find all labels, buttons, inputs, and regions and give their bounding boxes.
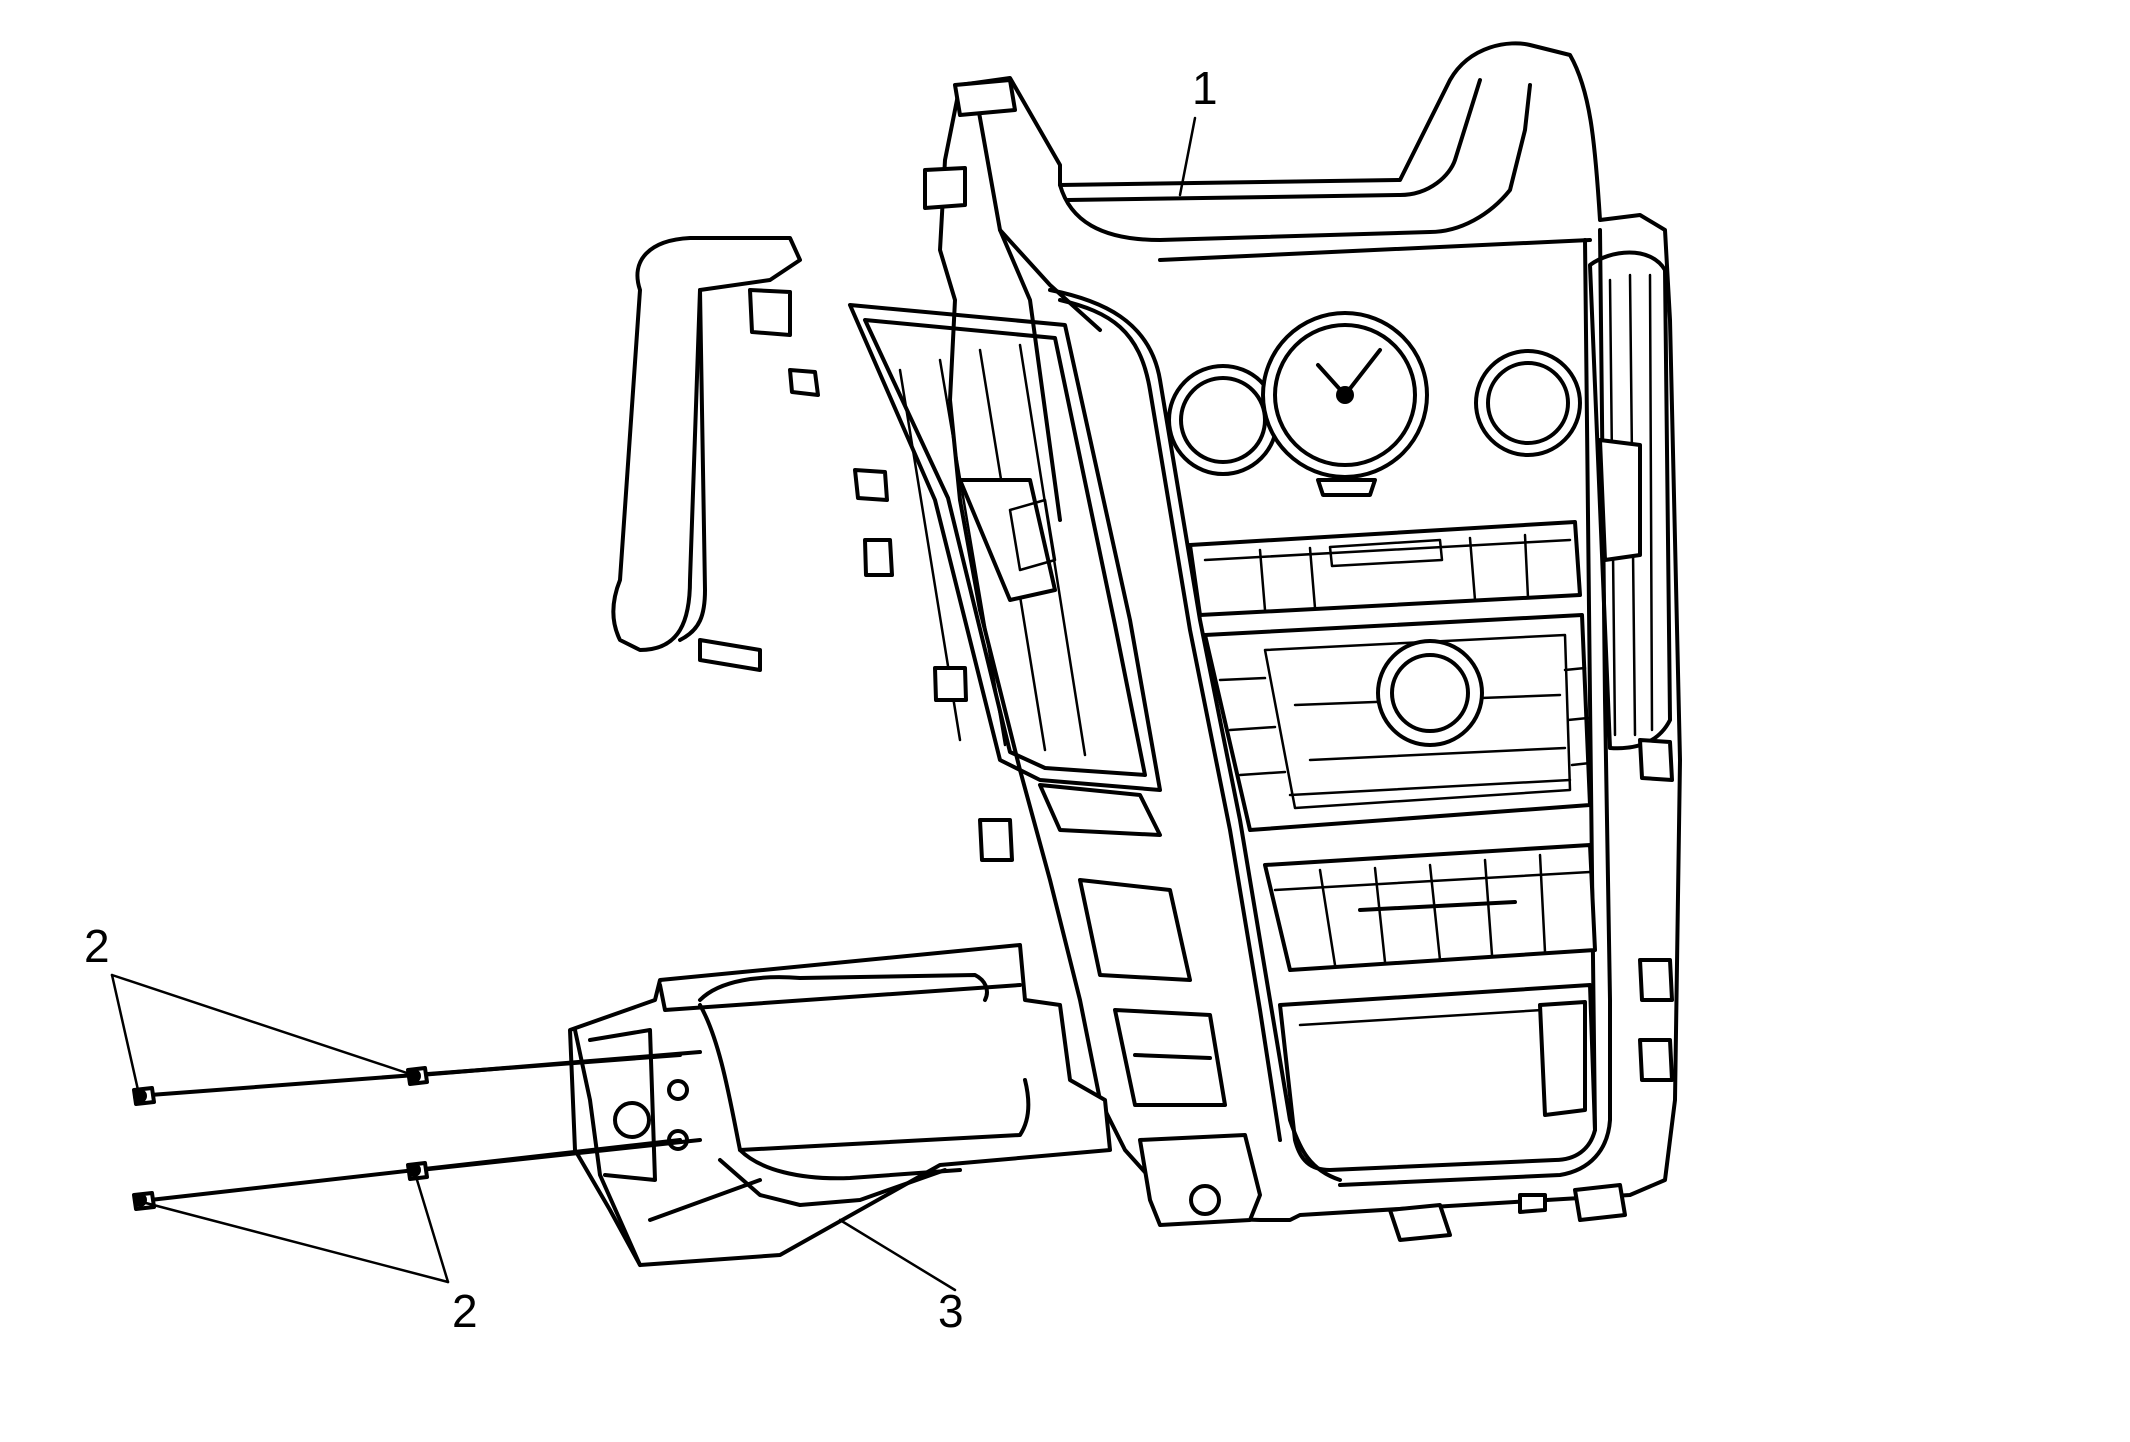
lower-button-strip: [1263, 843, 1597, 972]
leader-lines: [110, 116, 1197, 1292]
callout-3: 3: [938, 1285, 964, 1337]
callout-1: 1: [1192, 62, 1218, 114]
left-vent-housing: [611, 236, 802, 672]
left-small-gauge: [1167, 364, 1279, 476]
analog-clock: [1261, 311, 1429, 497]
bezel-retaining-clips: [1388, 1183, 1627, 1242]
bezel-side-clips: [748, 78, 1017, 862]
left-air-vent: [848, 303, 1162, 792]
callout-2-lower: 2: [452, 1285, 478, 1337]
screw-upper-right: [406, 1050, 702, 1086]
bezel-right-clips: [1638, 738, 1674, 1082]
radio-control-panel: [1203, 613, 1592, 832]
bezel-bottom-bracket: [1138, 1133, 1262, 1227]
callout-2-upper: 2: [84, 920, 110, 972]
storage-compartment: [568, 943, 1112, 1267]
right-air-vent: [1588, 250, 1672, 751]
left-rail-switches: [1038, 783, 1227, 1107]
lower-storage-pocket: [1278, 983, 1597, 1172]
right-small-gauge: [1474, 349, 1582, 457]
upper-button-strip: [1188, 520, 1582, 617]
